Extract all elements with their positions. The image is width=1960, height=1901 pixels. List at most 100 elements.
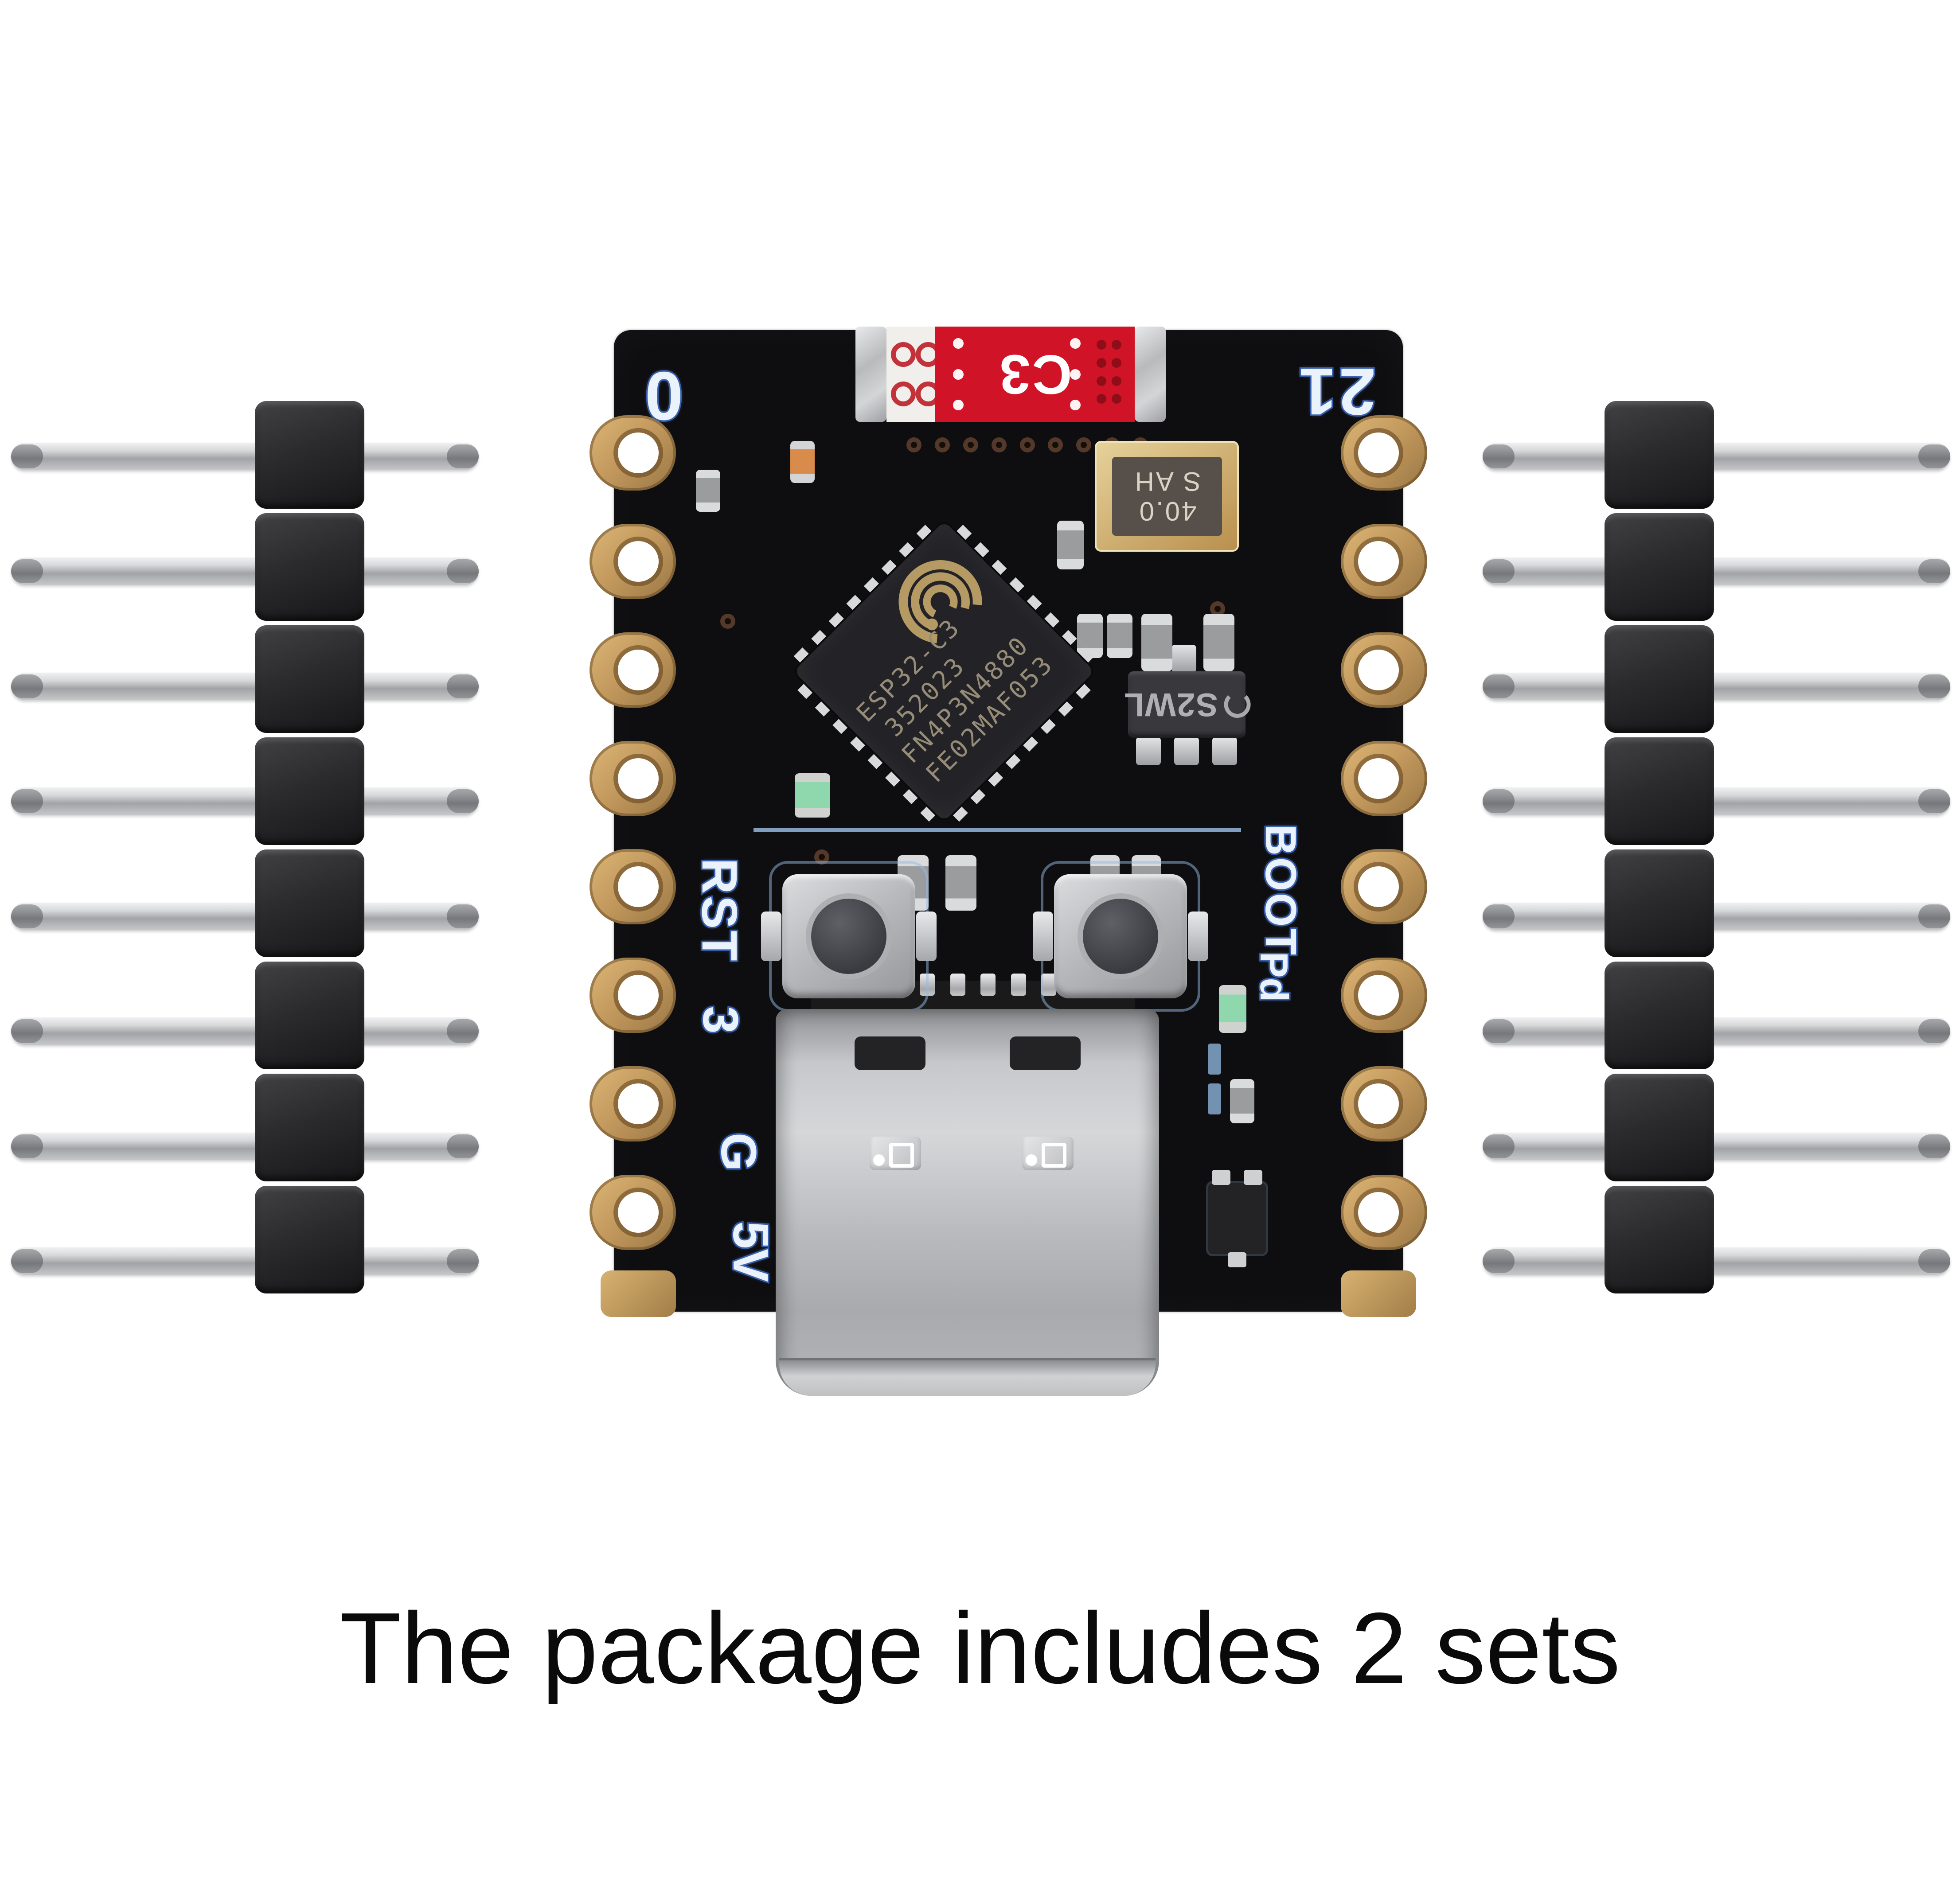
pin-label-21: 21 bbox=[1295, 353, 1378, 431]
usb-c-port bbox=[776, 1009, 1159, 1396]
header-pin bbox=[11, 1247, 479, 1275]
usb-leg bbox=[1011, 974, 1026, 996]
header-plastic-block bbox=[255, 513, 364, 621]
header-pin bbox=[11, 557, 479, 585]
castellated-pad bbox=[1341, 740, 1427, 816]
usb-stamped-dimple bbox=[870, 1137, 921, 1170]
antenna-ring bbox=[891, 382, 916, 407]
silkscreen-pad-mark bbox=[1208, 1083, 1221, 1114]
caption: The package includes 2 sets bbox=[340, 1592, 1620, 1705]
via bbox=[906, 437, 921, 452]
header-plastic-block bbox=[255, 849, 364, 957]
solder-tab bbox=[1135, 327, 1166, 422]
castellated-pad bbox=[1341, 1174, 1427, 1250]
header-plastic-block bbox=[255, 1074, 364, 1181]
crystal-oscillator: 40.0 S AH bbox=[1095, 441, 1239, 552]
corner-pad bbox=[1341, 1270, 1416, 1317]
castellated-pad bbox=[590, 632, 676, 708]
regulator-leg bbox=[1171, 645, 1196, 672]
header-pin bbox=[11, 672, 479, 700]
castellated-pad bbox=[1341, 849, 1427, 925]
smd-capacitor bbox=[945, 855, 976, 911]
crystal-code: S AH bbox=[1133, 467, 1201, 496]
smd-resistor bbox=[696, 470, 720, 512]
header-pin bbox=[11, 443, 479, 470]
smd-resistor bbox=[1057, 521, 1084, 569]
antenna-dots bbox=[1070, 338, 1082, 410]
header-pin bbox=[1483, 557, 1950, 585]
header-plastic-block bbox=[1605, 1186, 1714, 1293]
antenna-white-section bbox=[886, 327, 941, 422]
via bbox=[1048, 437, 1063, 452]
regulator-logo-icon bbox=[1224, 691, 1251, 718]
smd-capacitor bbox=[1203, 614, 1234, 671]
castellated-pad bbox=[590, 849, 676, 925]
header-plastic-block bbox=[255, 737, 364, 845]
header-plastic-block bbox=[1605, 737, 1714, 845]
castellated-pad bbox=[590, 740, 676, 816]
via bbox=[1076, 437, 1092, 452]
antenna-dark-dots bbox=[1097, 340, 1123, 409]
pin-label-5v: 5V bbox=[722, 1220, 780, 1284]
header-pin bbox=[1483, 1132, 1950, 1160]
button-contact bbox=[761, 912, 781, 961]
transistor-leg bbox=[1228, 1252, 1246, 1267]
castellated-pad bbox=[1341, 958, 1427, 1033]
header-plastic-block bbox=[255, 401, 364, 509]
castellated-pad bbox=[1341, 632, 1427, 708]
usb-stamped-dimple bbox=[1022, 1137, 1074, 1170]
usb-leg bbox=[1041, 974, 1057, 996]
regulator-code: S2WL bbox=[1123, 686, 1218, 723]
smd-resistor bbox=[1107, 614, 1132, 658]
castellated-pad bbox=[590, 415, 676, 491]
antenna-dots bbox=[953, 338, 964, 410]
pin-header-left-pins bbox=[11, 443, 479, 1275]
antenna-component: C3 bbox=[855, 327, 1166, 422]
header-plastic-block bbox=[255, 962, 364, 1069]
regulator-leg bbox=[1136, 737, 1161, 765]
header-plastic-block bbox=[1605, 401, 1714, 509]
button-contact bbox=[1188, 912, 1208, 961]
header-plastic-block bbox=[1605, 849, 1714, 957]
smd-capacitor bbox=[1141, 614, 1172, 671]
usb-latch-window bbox=[855, 1036, 925, 1070]
button-contact bbox=[916, 912, 937, 961]
castellated-pad bbox=[1341, 1066, 1427, 1142]
header-plastic-block bbox=[255, 1186, 364, 1293]
castellated-pad bbox=[590, 1174, 676, 1250]
rst-label: RST bbox=[690, 857, 749, 964]
boot-button bbox=[1033, 861, 1208, 1012]
header-pin bbox=[1483, 902, 1950, 930]
header-plastic-block bbox=[1605, 962, 1714, 1069]
castellated-pads-left bbox=[590, 415, 676, 1250]
castellated-pad bbox=[1341, 415, 1427, 491]
usb-latch-window bbox=[1010, 1036, 1081, 1070]
corner-pad bbox=[601, 1270, 676, 1317]
header-pin bbox=[11, 787, 479, 815]
antenna-label: C3 bbox=[998, 343, 1072, 405]
reset-button bbox=[761, 861, 937, 1012]
regulator-marking: S2WL bbox=[1123, 686, 1251, 724]
via bbox=[720, 614, 735, 629]
smd-resistor bbox=[1230, 1079, 1254, 1123]
castellated-pad bbox=[590, 958, 676, 1033]
button-cap bbox=[811, 899, 886, 974]
header-pin bbox=[1483, 787, 1950, 815]
crystal-marking: 40.0 S AH bbox=[1112, 457, 1222, 536]
esp32-c3-chip: ESP32-C3 352023 FN4P3N4880 FE02MAF053 bbox=[793, 521, 1095, 822]
header-pin bbox=[1483, 1247, 1950, 1275]
espressif-logo-icon bbox=[898, 560, 982, 644]
pin-header-right-plastic bbox=[1605, 401, 1714, 1293]
castellated-pads-right bbox=[1341, 415, 1427, 1250]
pin-label-g: G bbox=[710, 1131, 768, 1173]
silkscreen-pad-mark bbox=[1208, 1044, 1221, 1075]
via bbox=[1019, 437, 1035, 452]
usb-leg bbox=[980, 974, 996, 996]
pin-label-3: 3 bbox=[691, 1005, 750, 1035]
castellated-pad bbox=[590, 1066, 676, 1142]
header-pin bbox=[11, 902, 479, 930]
header-pin bbox=[11, 1017, 479, 1045]
boot-label: BOOT bbox=[1255, 822, 1307, 958]
header-pin bbox=[1483, 672, 1950, 700]
